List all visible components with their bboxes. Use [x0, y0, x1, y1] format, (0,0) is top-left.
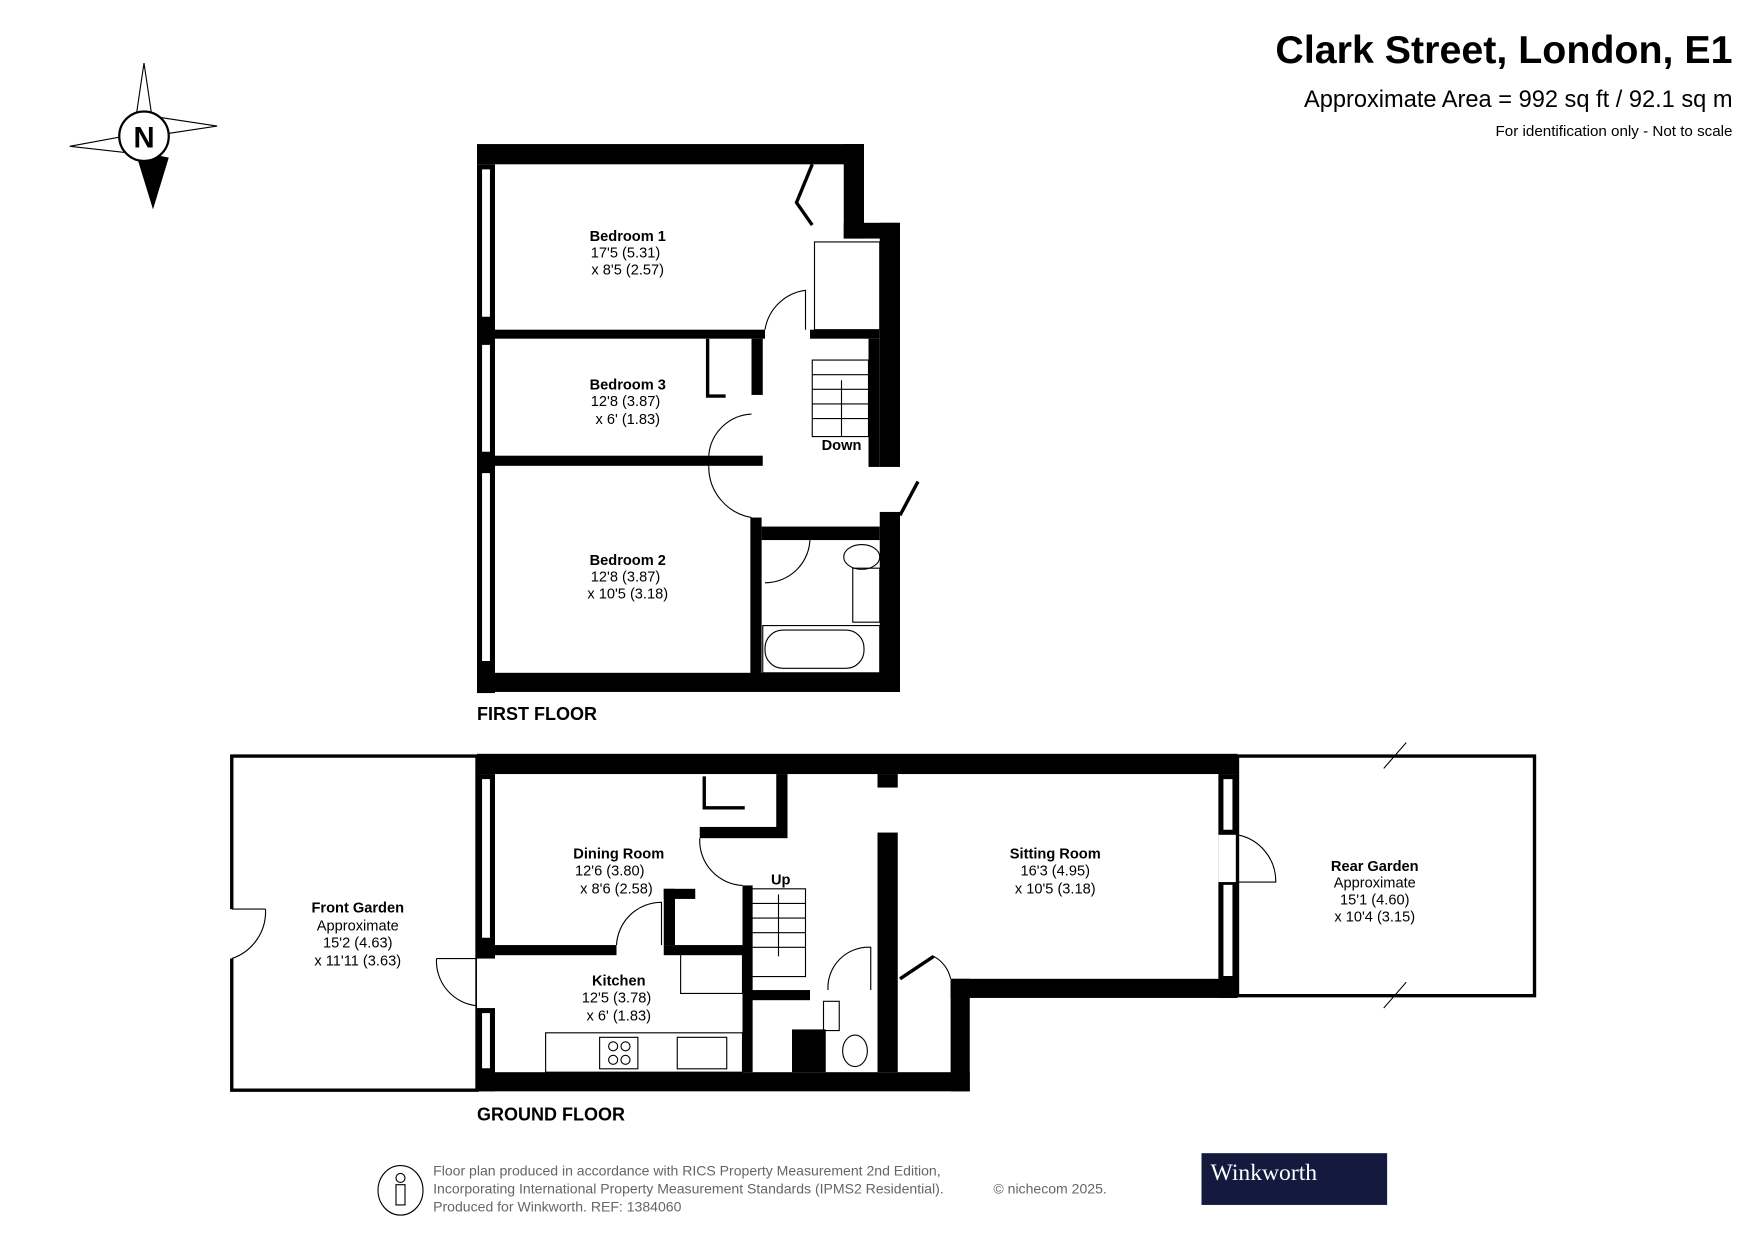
room-bedroom-1: Bedroom 1 17'5 (5.31) x 8'5 (2.57) — [590, 229, 666, 279]
svg-text:12'8 (3.87): 12'8 (3.87) — [591, 394, 660, 410]
svg-text:15'2 (4.63): 15'2 (4.63) — [323, 935, 392, 951]
svg-text:Dining Room: Dining Room — [573, 846, 664, 862]
page-title: Clark Street, London, E1 — [1275, 28, 1732, 72]
floor-label-first: FIRST FLOOR — [477, 704, 597, 724]
svg-text:Sitting Room: Sitting Room — [1010, 846, 1101, 862]
svg-text:x 10'5 (3.18): x 10'5 (3.18) — [1015, 881, 1096, 897]
svg-text:Floor plan produced in accorda: Floor plan produced in accordance with R… — [433, 1163, 941, 1179]
disclaimer-text: For identification only - Not to scale — [1496, 123, 1733, 140]
room-kitchen: Kitchen 12'5 (3.78) x 6' (1.83) — [582, 974, 651, 1025]
svg-text:x 6' (1.83): x 6' (1.83) — [586, 1008, 651, 1024]
svg-text:12'8 (3.87): 12'8 (3.87) — [591, 570, 660, 586]
area-text: Approximate Area = 992 sq ft / 92.1 sq m — [1304, 87, 1733, 113]
svg-text:17'5 (5.31): 17'5 (5.31) — [591, 246, 660, 262]
winkworth-logo — [1201, 1153, 1388, 1205]
svg-text:Front Garden: Front Garden — [311, 900, 404, 916]
first-floor-plan: Down Bedroom 1 17'5 (5.31) x 8'5 (2.57) … — [477, 144, 920, 724]
room-rear-garden: Rear Garden Approximate 15'1 (4.60) x 10… — [1331, 859, 1419, 926]
svg-text:x 8'6 (2.58): x 8'6 (2.58) — [580, 881, 653, 897]
svg-text:Rear Garden: Rear Garden — [1331, 859, 1419, 875]
svg-text:© nichecom 2025.: © nichecom 2025. — [993, 1181, 1106, 1197]
svg-text:x 6' (1.83): x 6' (1.83) — [595, 412, 660, 428]
room-sitting-room: Sitting Room 16'3 (4.95) x 10'5 (3.18) — [1010, 846, 1101, 897]
room-bedroom-3: Bedroom 3 12'8 (3.87) x 6' (1.83) — [590, 377, 666, 428]
svg-text:Bedroom 2: Bedroom 2 — [590, 553, 666, 569]
svg-text:Down: Down — [822, 438, 862, 454]
svg-text:Up: Up — [771, 872, 791, 888]
stairs-down: Down — [811, 359, 870, 454]
svg-text:Produced for Winkworth. REF:: Produced for Winkworth. REF: 1384060 — [433, 1199, 681, 1215]
svg-text:Bedroom 3: Bedroom 3 — [590, 377, 666, 393]
svg-text:Approximate: Approximate — [317, 918, 399, 934]
svg-text:12'5 (3.78): 12'5 (3.78) — [582, 990, 651, 1006]
svg-text:x 10'4 (3.15): x 10'4 (3.15) — [1334, 909, 1415, 925]
svg-text:15'1 (4.60): 15'1 (4.60) — [1340, 893, 1409, 909]
svg-text:Kitchen: Kitchen — [592, 974, 646, 990]
room-front-garden: Front Garden Approximate 15'2 (4.63) x 1… — [311, 900, 404, 969]
room-bedroom-2: Bedroom 2 12'8 (3.87) x 10'5 (3.18) — [587, 553, 668, 603]
svg-text:Bedroom 1: Bedroom 1 — [590, 229, 666, 245]
room-dining-room: Dining Room 12'6 (3.80) x 8'6 (2.58) — [573, 846, 664, 897]
svg-text:Incorporating International Pr: Incorporating International Property Mea… — [433, 1181, 944, 1197]
svg-text:Winkworth: Winkworth — [1211, 1160, 1318, 1186]
floor-label-ground: GROUND FLOOR — [477, 1105, 625, 1125]
svg-text:x 11'11 (3.63): x 11'11 (3.63) — [314, 953, 401, 969]
stairs-up: Up — [750, 872, 807, 978]
svg-text:x 10'5 (3.18): x 10'5 (3.18) — [587, 587, 668, 603]
footer: Floor plan produced in accordance with R… — [377, 1153, 1388, 1216]
svg-text:Approximate: Approximate — [1334, 876, 1416, 892]
svg-text:12'6 (3.80): 12'6 (3.80) — [575, 863, 644, 879]
svg-text:x 8'5 (2.57): x 8'5 (2.57) — [591, 263, 664, 279]
person-icon — [377, 1165, 424, 1216]
ground-floor-plan: Up Front Garden Approximate 15'2 (4.63) … — [229, 742, 1537, 1125]
svg-text:16'3 (4.95): 16'3 (4.95) — [1021, 863, 1090, 879]
svg-text:N: N — [133, 122, 154, 154]
compass-north-icon: N — [69, 62, 218, 210]
